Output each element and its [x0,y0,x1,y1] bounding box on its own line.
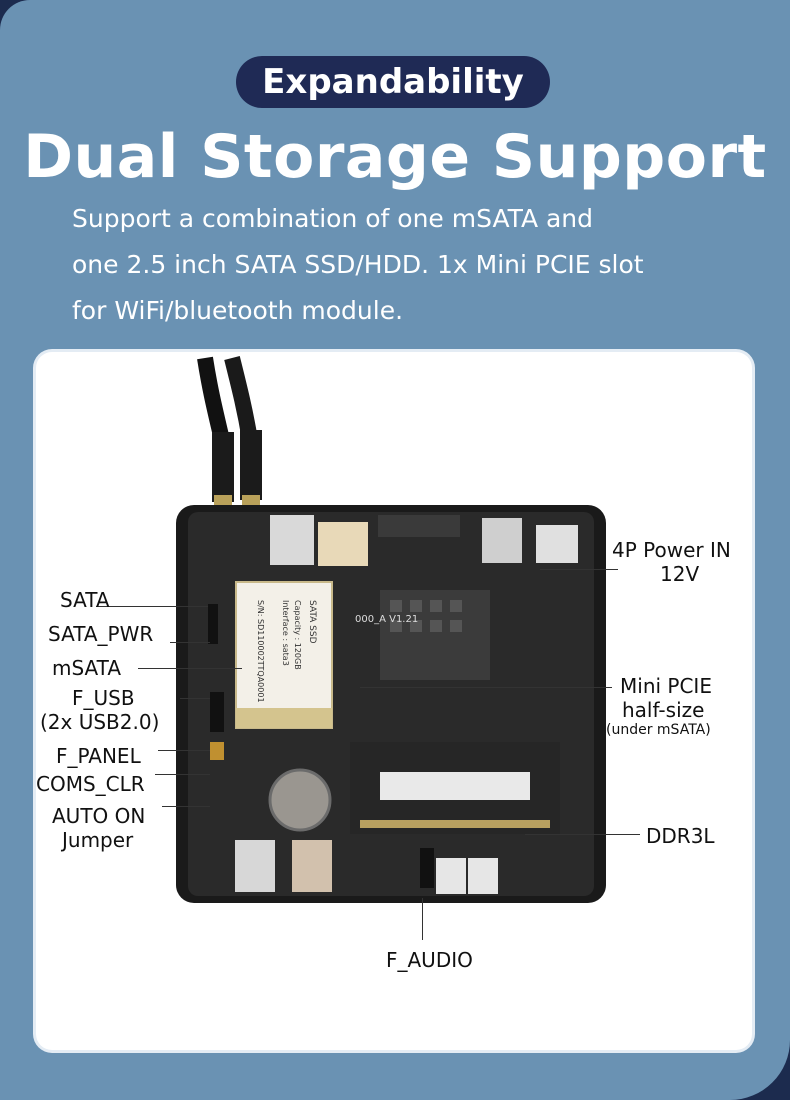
label-mini-pcie: Mini PCIE [620,674,712,698]
label-auto-on-sub: Jumper [62,828,134,852]
usb-port-right [292,840,332,892]
f-audio-header [420,848,434,888]
label-mini-pcie-sub: half-size [622,698,705,722]
label-power-in: 4P Power IN [612,538,731,562]
audio-jack-left [436,858,466,894]
sata-connector [208,604,218,644]
antenna-cable-right [224,356,258,442]
label-auto-on: AUTO ON [52,804,146,828]
label-f-usb-sub: (2x USB2.0) [40,710,160,734]
callout-line-coms-clr [155,774,210,775]
antenna-cable-left [197,356,230,442]
callout-line-f-usb [180,698,210,699]
section-badge: Expandability [236,56,550,108]
silkscreen-text: 000_A V1.21 [355,614,418,625]
callout-line-mini-pcie [360,687,612,688]
callout-line-f-audio [422,898,423,940]
antenna-base-left [212,432,234,502]
sim-slot [318,522,368,566]
ram-label [380,772,530,800]
label-f-usb: F_USB [72,686,135,710]
callout-line-auto-on [162,806,210,807]
page-title: Dual Storage Support [23,122,767,192]
label-ddr3l: DDR3L [646,824,715,848]
callout-line-sata [96,606,208,607]
label-power-in-sub: 12V [660,562,700,586]
msata-card-serial: S/N: SD110002TTQA0001 [256,600,265,703]
msata-card-line1: Capacity : 120GB [293,600,302,670]
antenna-base-right [240,430,262,500]
callout-line-sata-pwr [170,642,210,643]
label-f-audio: F_AUDIO [386,948,473,972]
callout-line-ddr3l [525,834,640,835]
description-line-1: Support a combination of one mSATA and [72,204,594,233]
vga-port [378,515,460,537]
cmos-battery [268,768,332,832]
label-mini-pcie-note: (under mSATA) [606,722,711,738]
label-sata: SATA [60,588,110,612]
callout-line-f-panel [158,750,210,751]
audio-jack-right [468,858,498,894]
msata-card-title: SATA SSD [307,600,317,644]
msata-card-line2: Interface : sata3 [281,600,290,666]
label-f-panel: F_PANEL [56,744,141,768]
usb-port-left [235,840,275,892]
msata-contacts [236,708,332,728]
description-line-3: for WiFi/bluetooth module. [72,296,404,325]
label-msata: mSATA [52,656,122,680]
hdmi-port [482,518,522,563]
ram-contacts [360,820,550,828]
msata-card [235,581,333,729]
power-jack [536,525,578,563]
callout-line-msata [138,668,242,669]
callout-line-power-in [540,569,618,570]
description-line-2: one 2.5 inch SATA SSD/HDD. 1x Mini PCIE … [72,250,644,279]
label-sata-pwr: SATA_PWR [48,622,154,646]
f-usb-header [210,692,224,732]
f-panel-header [210,742,224,760]
label-coms-clr: COMS_CLR [36,772,145,796]
ethernet-port [270,515,314,565]
